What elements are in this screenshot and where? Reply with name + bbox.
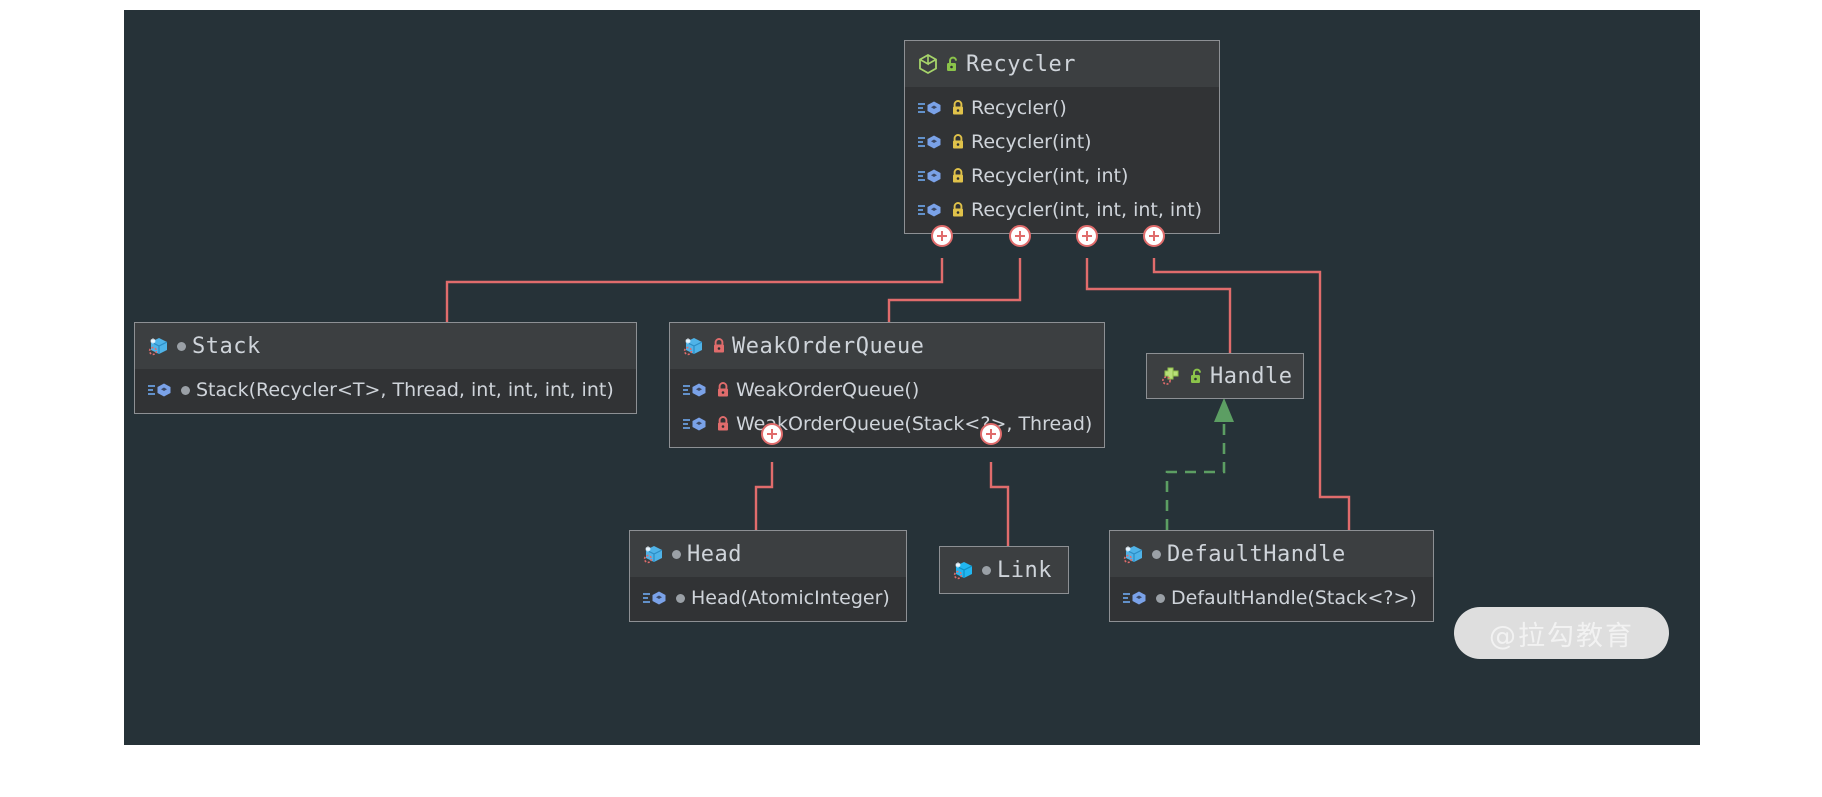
inner-class-icon: [952, 559, 976, 581]
class-members-recycler: Recycler() Recycler(int) Recycler(int, i…: [905, 87, 1219, 233]
method-icon: [1122, 589, 1150, 607]
member-label: Head(AtomicInteger): [691, 587, 890, 609]
method-icon: [147, 381, 175, 399]
package-private-dot-icon: [177, 341, 186, 351]
connection-point-recycler-handle[interactable]: [1076, 225, 1098, 247]
edge-recycler-defaulthandle: [1152, 258, 1351, 530]
connection-point-weakorderqueue-link[interactable]: [980, 423, 1002, 445]
class-name-stack: Stack: [192, 333, 261, 359]
class-header-head: Head: [630, 531, 906, 577]
class-header-weakorderqueue: WeakOrderQueue: [670, 323, 1104, 369]
class-node-head[interactable]: Head Head(AtomicInteger): [629, 530, 907, 622]
lock-closed-red-icon: [712, 338, 726, 354]
class-header-recycler: Recycler: [905, 41, 1219, 87]
watermark-text: @拉勾教育: [1489, 620, 1634, 652]
edge-weakorderqueue-head: [754, 462, 774, 530]
lock-closed-yellow-icon: [951, 168, 965, 184]
lock-closed-yellow-icon: [951, 134, 965, 150]
method-icon: [917, 99, 945, 117]
class-node-weakorderqueue[interactable]: WeakOrderQueue WeakOrderQueue() WeakOrde…: [669, 322, 1105, 448]
member-label: Recycler(int): [971, 131, 1092, 153]
member-label: WeakOrderQueue(): [736, 379, 920, 401]
member-row[interactable]: Recycler(int, int, int, int): [905, 193, 1219, 227]
package-private-dot-icon: [1156, 593, 1165, 603]
connection-point-recycler-defaulthandle[interactable]: [1143, 225, 1165, 247]
member-row[interactable]: DefaultHandle(Stack<?>): [1110, 581, 1433, 615]
package-private-dot-icon: [672, 549, 681, 559]
lock-open-green-icon: [1189, 368, 1204, 385]
class-members-head: Head(AtomicInteger): [630, 577, 906, 621]
package-private-dot-icon: [982, 565, 991, 575]
connection-point-recycler-stack[interactable]: [931, 225, 953, 247]
class-name-weakorderqueue: WeakOrderQueue: [732, 333, 925, 359]
class-name-defaulthandle: DefaultHandle: [1167, 541, 1346, 567]
edge-weakorderqueue-link: [989, 462, 1010, 546]
watermark: @拉勾教育: [1454, 607, 1669, 659]
class-node-link[interactable]: Link: [939, 546, 1069, 594]
package-private-dot-icon: [676, 593, 685, 603]
connection-point-recycler-weakorderqueue[interactable]: [1009, 225, 1031, 247]
realization-arrowhead: [1214, 398, 1234, 422]
inner-class-icon: [1122, 543, 1146, 565]
method-icon: [917, 133, 945, 151]
member-row[interactable]: WeakOrderQueue(): [670, 373, 1104, 407]
member-label: Recycler(int, int): [971, 165, 1129, 187]
class-node-handle[interactable]: Handle: [1146, 353, 1304, 399]
class-icon: [917, 53, 939, 75]
class-node-defaulthandle[interactable]: DefaultHandle DefaultHandle(Stack<?>): [1109, 530, 1434, 622]
member-row[interactable]: Head(AtomicInteger): [630, 581, 906, 615]
member-label: DefaultHandle(Stack<?>): [1171, 587, 1417, 609]
edge-recycler-weakorderqueue: [887, 258, 1022, 322]
member-row[interactable]: Stack(Recycler<T>, Thread, int, int, int…: [135, 373, 636, 407]
lock-closed-yellow-icon: [951, 202, 965, 218]
method-icon: [682, 381, 710, 399]
class-members-stack: Stack(Recycler<T>, Thread, int, int, int…: [135, 369, 636, 413]
member-label: Stack(Recycler<T>, Thread, int, int, int…: [196, 379, 614, 401]
class-node-stack[interactable]: Stack Stack(Recycler<T>, Thread, int, in…: [134, 322, 637, 414]
connection-point-weakorderqueue-head[interactable]: [761, 423, 783, 445]
connector-layer: [445, 258, 1351, 546]
method-icon: [917, 201, 945, 219]
inner-class-icon: [682, 335, 706, 357]
class-name-link: Link: [997, 557, 1052, 583]
method-icon: [682, 415, 710, 433]
class-header-defaulthandle: DefaultHandle: [1110, 531, 1433, 577]
class-header-link: Link: [940, 547, 1068, 593]
edge-defaulthandle-handle-realization: [1165, 422, 1226, 530]
lock-closed-red-icon: [716, 416, 730, 432]
lock-open-green-icon: [945, 56, 960, 73]
lock-closed-yellow-icon: [951, 100, 965, 116]
class-name-recycler: Recycler: [966, 51, 1076, 77]
member-label: WeakOrderQueue(Stack<?>, Thread): [736, 413, 1093, 435]
lock-closed-red-icon: [716, 382, 730, 398]
interface-icon: [1159, 365, 1183, 387]
member-row[interactable]: Recycler(int): [905, 125, 1219, 159]
member-label: Recycler(int, int, int, int): [971, 199, 1203, 221]
edge-recycler-handle: [1085, 258, 1232, 353]
class-members-defaulthandle: DefaultHandle(Stack<?>): [1110, 577, 1433, 621]
class-header-handle: Handle: [1147, 354, 1303, 398]
method-icon: [642, 589, 670, 607]
class-members-weakorderqueue: WeakOrderQueue() WeakOrderQueue(Stack<?>…: [670, 369, 1104, 447]
package-private-dot-icon: [181, 385, 190, 395]
member-row[interactable]: WeakOrderQueue(Stack<?>, Thread): [670, 407, 1104, 441]
method-icon: [917, 167, 945, 185]
package-private-dot-icon: [1152, 549, 1161, 559]
member-row[interactable]: Recycler(int, int): [905, 159, 1219, 193]
inner-class-icon: [642, 543, 666, 565]
class-header-stack: Stack: [135, 323, 636, 369]
member-row[interactable]: Recycler(): [905, 91, 1219, 125]
member-label: Recycler(): [971, 97, 1067, 119]
class-name-handle: Handle: [1210, 363, 1293, 389]
class-node-recycler[interactable]: Recycler Recycler() Recycler(int): [904, 40, 1220, 234]
diagram-canvas[interactable]: Recycler Recycler() Recycler(int): [124, 10, 1700, 745]
edge-recycler-stack: [445, 258, 944, 322]
inner-class-icon: [147, 335, 171, 357]
class-name-head: Head: [687, 541, 742, 567]
